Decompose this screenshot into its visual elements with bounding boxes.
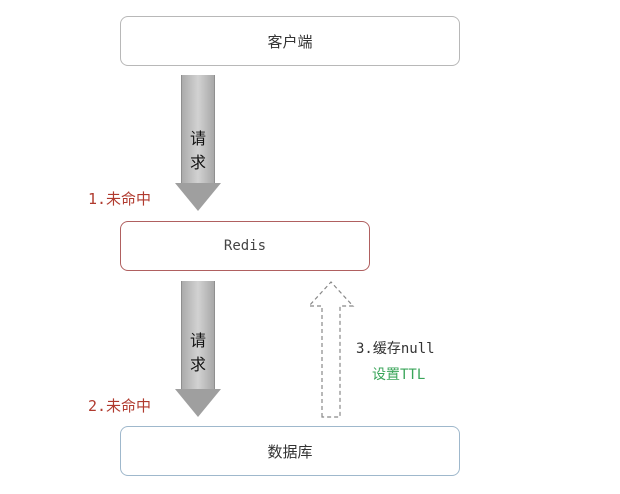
set-ttl-label: 设置TTL <box>372 367 426 383</box>
request-arrow-2-char1: 请 <box>189 331 206 350</box>
client-label: 客户端 <box>267 32 313 51</box>
request-arrow-1-char1: 请 <box>189 129 206 148</box>
redis-node: Redis <box>120 221 370 271</box>
arrow-head-2 <box>175 389 221 417</box>
request-arrow-2-char2: 求 <box>189 355 206 374</box>
database-node: 数据库 <box>120 426 460 476</box>
request-arrow-1: 请 求 <box>175 75 221 212</box>
redis-label: Redis <box>223 238 267 254</box>
arrow-head-1 <box>175 183 221 211</box>
request-arrow-1-char2: 求 <box>189 153 206 172</box>
database-label: 数据库 <box>267 442 313 461</box>
miss-label-1: 1.未命中 <box>88 190 152 208</box>
miss-label-2: 2.未命中 <box>88 397 152 415</box>
request-arrow-2: 请 求 <box>175 281 221 418</box>
cache-null-label: 3.缓存null <box>356 341 435 357</box>
cache-null-arrow <box>307 281 355 418</box>
client-node: 客户端 <box>120 16 460 66</box>
